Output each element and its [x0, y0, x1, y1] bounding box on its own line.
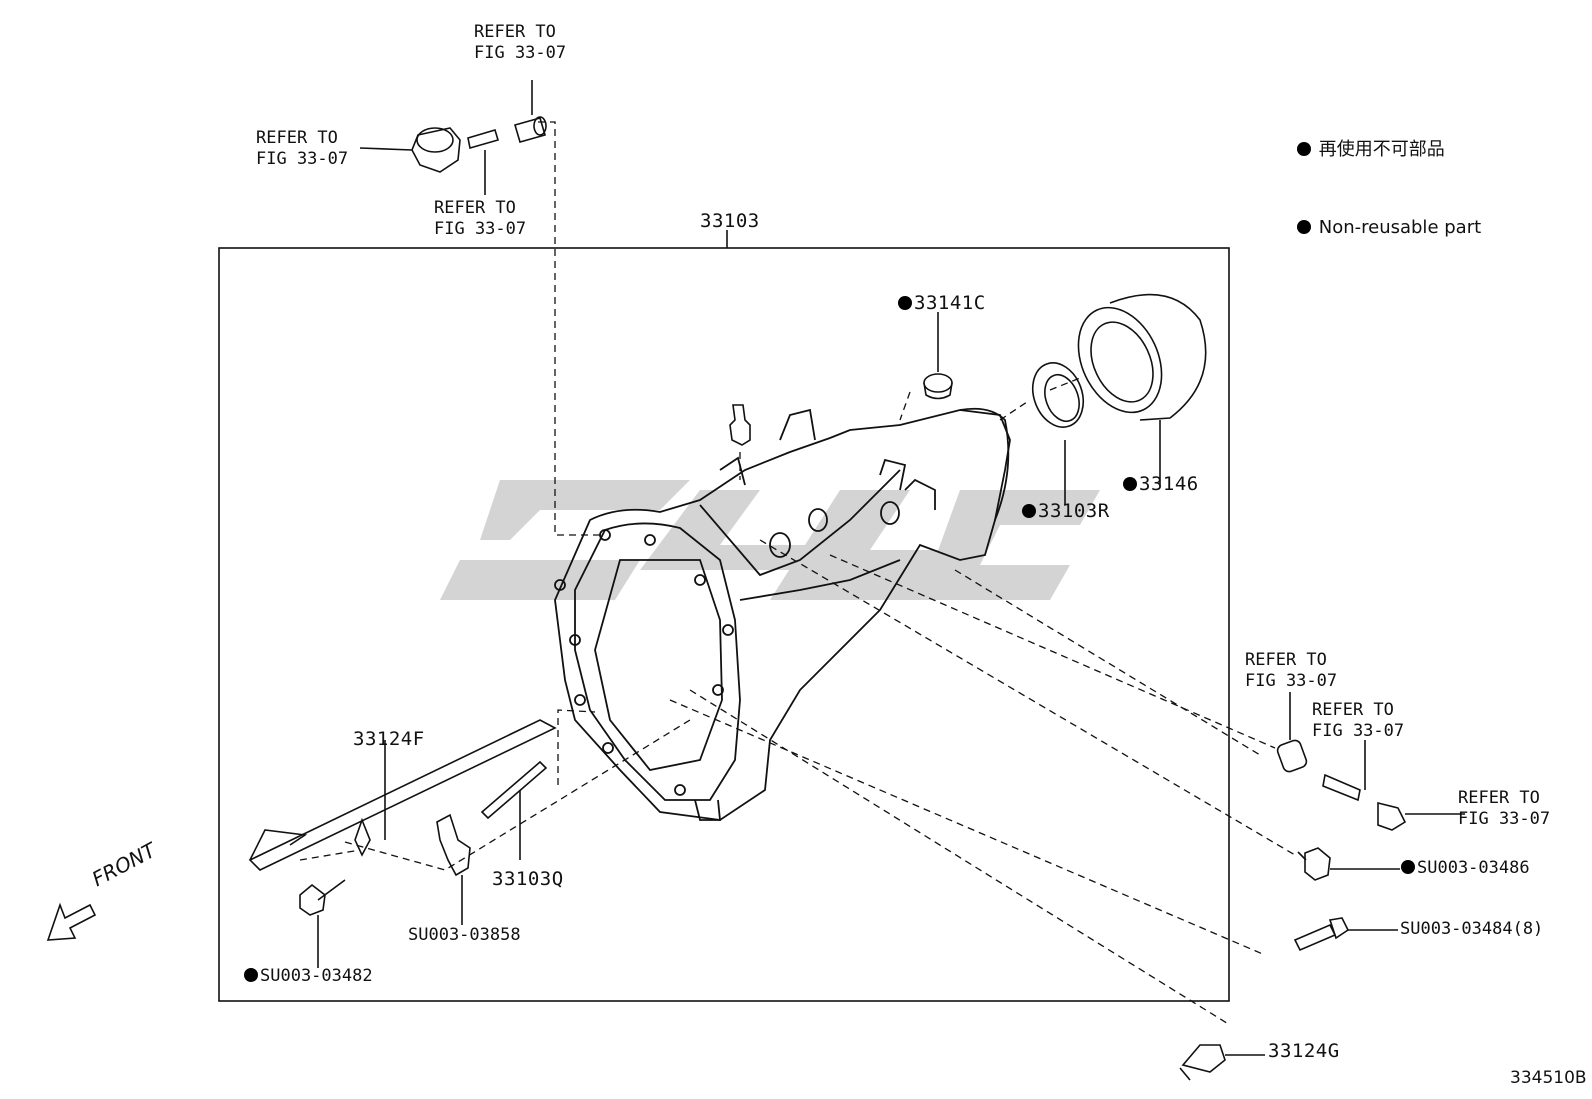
figure-id: 334510B	[1510, 1068, 1587, 1088]
label-refer-right-3: REFER TO FIG 33-07	[1458, 788, 1551, 829]
non-reusable-dot-icon	[244, 968, 258, 982]
watermark-logo	[440, 480, 1100, 600]
label-refer-top-2: REFER TO FIG 33-07	[256, 128, 349, 169]
legend: 再使用不可部品 Non-reusable part	[1297, 85, 1481, 267]
non-reusable-dot-icon	[1022, 504, 1036, 518]
label-33124g: 33124G	[1268, 1040, 1340, 1062]
label-refer-right-1: REFER TO FIG 33-07	[1245, 650, 1338, 691]
transmission-case	[554, 407, 1011, 821]
label-33141c: 33141C	[898, 292, 986, 314]
label-33103q: 33103Q	[492, 868, 564, 890]
label-refer-right-2: REFER TO FIG 33-07	[1312, 700, 1405, 741]
label-refer-top-1: REFER TO FIG 33-07	[474, 22, 567, 63]
bullet-icon	[1297, 142, 1311, 156]
label-33103r: 33103R	[1022, 500, 1110, 522]
label-su003-03484: SU003-03484(8)	[1400, 919, 1544, 939]
plug-part	[411, 127, 461, 173]
front-arrow-icon	[46, 902, 97, 941]
label-su003-03482: SU003-03482	[244, 966, 373, 987]
label-refer-top-3: REFER TO FIG 33-07	[434, 198, 527, 239]
legend-en: Non-reusable part	[1318, 217, 1482, 238]
non-reusable-dot-icon	[1401, 860, 1415, 874]
assembly-frame	[218, 247, 1230, 1002]
legend-jp: 再使用不可部品	[1318, 139, 1445, 160]
label-su003-03858: SU003-03858	[408, 925, 521, 945]
bullet-icon	[1297, 220, 1311, 234]
non-reusable-dot-icon	[898, 296, 912, 310]
label-33124f: 33124F	[353, 728, 425, 750]
label-su003-03486: SU003-03486	[1401, 858, 1530, 879]
label-33103: 33103	[700, 210, 760, 232]
label-33146: 33146	[1123, 473, 1199, 495]
non-reusable-dot-icon	[1123, 477, 1137, 491]
